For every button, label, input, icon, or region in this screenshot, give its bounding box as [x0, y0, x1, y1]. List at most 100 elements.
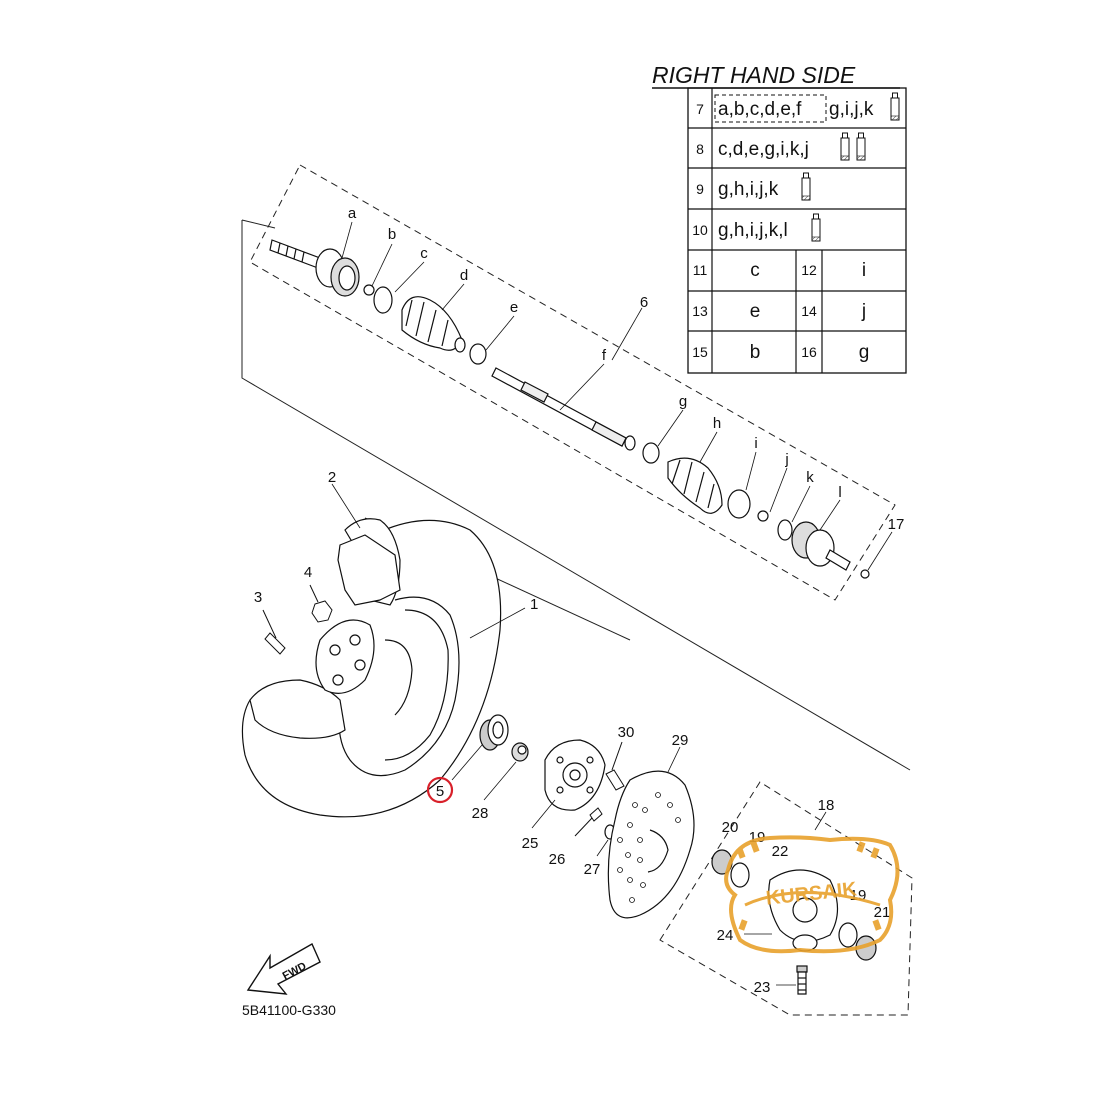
label-b: b — [388, 226, 396, 243]
pair-number: 15 — [692, 344, 708, 360]
callout-6: 6 — [640, 294, 648, 311]
knuckle-parts — [711, 849, 877, 995]
knuckle-group-outline — [659, 781, 913, 1016]
part-c-band — [373, 286, 393, 314]
callout-29: 29 — [672, 732, 689, 749]
kit-row-number: 10 — [692, 222, 708, 238]
part-19-seal — [730, 862, 750, 888]
callout-5: 5 — [436, 783, 444, 800]
callout-23: 23 — [754, 979, 771, 996]
kit-row-8: 8 c,d,e,g,i,k,j — [696, 132, 866, 161]
part-28-nut — [511, 742, 529, 762]
part-17-clip — [860, 569, 870, 579]
label-j: j — [784, 451, 788, 468]
wheel-tire-assembly — [241, 518, 526, 818]
part-f-shaft — [491, 367, 636, 451]
kit-row-number: 7 — [696, 101, 704, 117]
label-a: a — [348, 205, 357, 222]
callout-24: 24 — [717, 927, 734, 944]
pair-row-13-14: 13 e 14 j — [692, 301, 866, 322]
section-title: RIGHT HAND SIDE — [652, 62, 856, 88]
part-k-ring — [777, 519, 793, 541]
kit-row-7: 7 a,b,c,d,e,f g,i,j,k — [696, 92, 900, 123]
grease-tube-icon — [856, 132, 866, 161]
pair-number: 13 — [692, 303, 708, 319]
pair-row-15-16: 15 b 16 g — [692, 342, 869, 363]
label-c: c — [420, 245, 428, 262]
callout-2: 2 — [328, 469, 336, 486]
kit-row-number: 9 — [696, 181, 704, 197]
part-h-inner-boot — [667, 457, 723, 514]
pair-number: 11 — [693, 262, 708, 278]
grease-tube-icon — [811, 213, 821, 242]
rim — [338, 596, 460, 777]
kit-row-parts: g,h,i,j,k — [718, 179, 779, 200]
part-26-bolt — [574, 807, 603, 837]
callout-4: 4 — [304, 564, 312, 581]
pair-row-11-12: 11 c 12 i — [693, 260, 866, 281]
part-g-band — [642, 442, 660, 464]
dashed-group-box — [714, 94, 827, 123]
part-l-inner-joint — [791, 521, 851, 571]
kit-row-10: 10 g,h,i,j,k,l — [692, 213, 821, 242]
callout-27: 27 — [584, 861, 601, 878]
callout-labels: 1 2 3 4 6 17 18 19 19 20 21 22 23 24 25 … — [254, 294, 905, 996]
grease-tube-icon — [840, 132, 850, 161]
kit-row-9: 9 g,h,i,j,k — [696, 172, 811, 201]
callout-1: 1 — [530, 596, 538, 613]
pair-value: g — [859, 342, 870, 363]
highlighted-callout-5[interactable]: 5 — [426, 776, 454, 804]
drive-shaft-group-outline — [249, 164, 896, 601]
pair-value: j — [861, 301, 866, 322]
pair-value: c — [750, 260, 760, 281]
callout-3: 3 — [254, 589, 262, 606]
tire-cutaway-top — [337, 534, 401, 606]
label-k: k — [806, 469, 814, 486]
callout-30: 30 — [618, 724, 635, 741]
kit-row-parts: g,h,i,j,k,l — [718, 220, 788, 241]
part-d-boot — [401, 296, 466, 353]
callout-25: 25 — [522, 835, 539, 852]
pair-value: e — [750, 301, 761, 322]
kit-row-boxed-parts: a,b,c,d,e,f — [718, 99, 802, 120]
fwd-arrow-icon: FWD — [246, 943, 321, 995]
kit-row-parts: g,i,j,k — [829, 99, 874, 120]
part-29-brake-disc — [607, 746, 695, 919]
part-30-bolt — [605, 741, 625, 791]
part-3-valve — [262, 609, 286, 655]
pair-value: b — [750, 342, 761, 363]
kit-row-number: 8 — [696, 141, 704, 157]
drive-shaft-assembly — [269, 239, 870, 579]
grease-tube-icon — [801, 172, 811, 201]
callout-28: 28 — [472, 805, 489, 822]
label-f: f — [602, 347, 607, 364]
part-a-outer-joint — [269, 239, 360, 297]
callout-22: 22 — [772, 843, 789, 860]
part-25-hub — [544, 739, 606, 811]
part-4-nut — [309, 584, 333, 623]
callout-17: 17 — [888, 516, 905, 533]
callout-18: 18 — [818, 797, 835, 814]
tire-cutaway-bottom — [249, 679, 346, 739]
grease-tube-icon — [890, 92, 900, 121]
leader-2 — [331, 483, 361, 529]
highlight-ring — [426, 776, 454, 804]
part-j-circlip — [757, 510, 769, 522]
label-i: i — [754, 435, 757, 452]
callout-20: 20 — [722, 819, 739, 836]
part-19-seal-b — [838, 922, 858, 948]
part-i-band — [727, 489, 751, 519]
part-b-circlip — [363, 284, 375, 296]
callout-21: 21 — [874, 904, 891, 921]
shaft-letter-labels: a b c d e f g h i j k l — [348, 205, 842, 501]
lower-leaders — [483, 761, 609, 857]
kit-table: RIGHT HAND SIDE 7 a,b,c,d,e,f g,i,j,k — [652, 62, 907, 374]
shaft-leaders — [341, 221, 893, 571]
kit-row-parts: c,d,e,g,i,k,j — [718, 139, 809, 160]
label-h: h — [713, 415, 721, 432]
label-e: e — [510, 299, 518, 316]
pair-number: 14 — [801, 303, 817, 319]
part-e-band — [469, 343, 487, 365]
knuckle-leaders — [744, 933, 796, 986]
